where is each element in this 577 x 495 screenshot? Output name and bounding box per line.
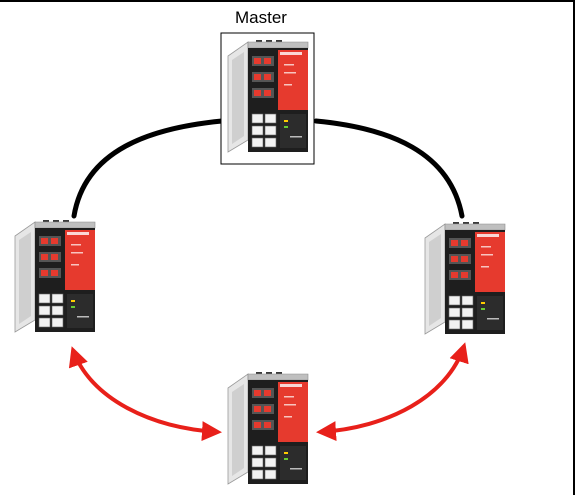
ring-link-master-right <box>313 118 465 219</box>
master-switch-icon <box>227 39 309 153</box>
redundant-link-left-bottom <box>68 346 222 442</box>
left-switch-icon <box>14 219 96 333</box>
redundant-link-right-bottom <box>316 342 469 442</box>
ring-link-master-left <box>71 118 225 219</box>
bottom-switch-icon <box>227 371 309 485</box>
right-switch-icon <box>424 221 506 335</box>
master-label: Master <box>235 8 287 27</box>
